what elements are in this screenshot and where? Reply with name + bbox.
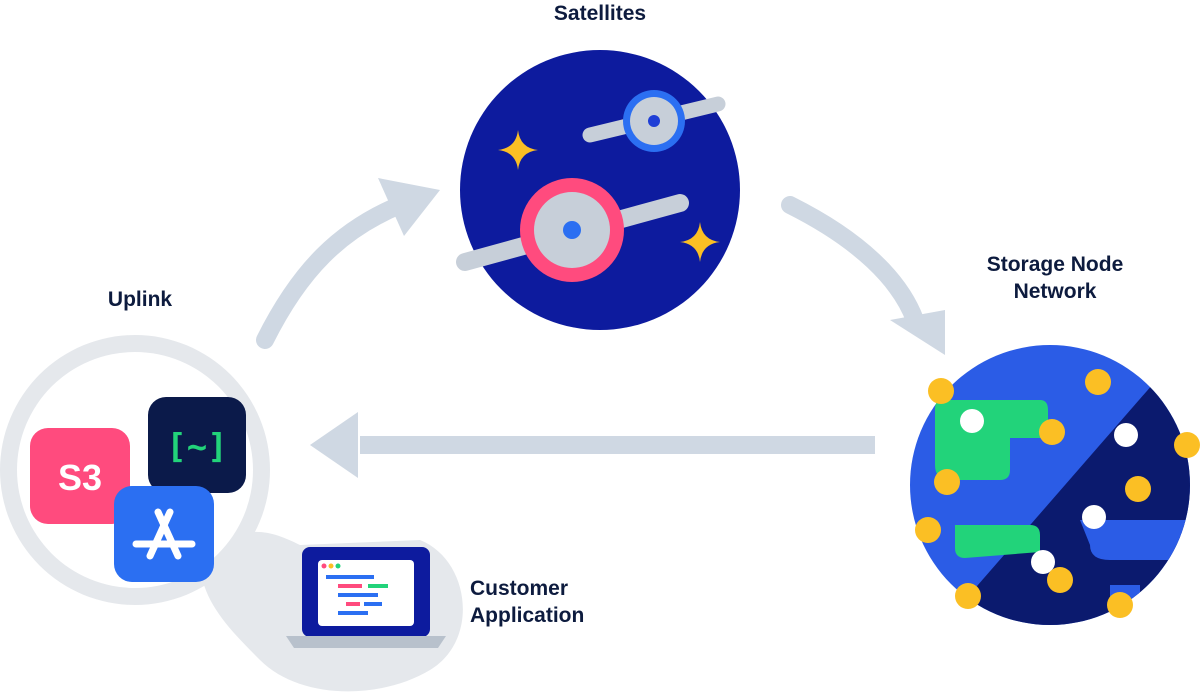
globe-icon	[910, 345, 1200, 625]
storage-label-line1: Storage Node	[986, 253, 1124, 276]
customer-application-label: Customer Application	[470, 575, 670, 629]
satellite-icon	[456, 50, 740, 330]
laptop-icon	[286, 547, 446, 648]
satellites-label-text: Satellites	[553, 2, 647, 25]
arrow-uplink-to-satellites	[256, 178, 440, 349]
satellites-label: Satellites	[500, 0, 700, 27]
customer-label-line2: Application	[470, 604, 585, 627]
arrow-satellites-to-storage	[781, 196, 945, 355]
customer-label-line1: Customer	[470, 577, 569, 600]
uplink-label: Uplink	[80, 286, 200, 313]
cli-icon-text: [~]	[166, 427, 227, 467]
cli-icon: [~]	[148, 397, 246, 493]
uplink-label-text: Uplink	[107, 288, 173, 311]
storage-node-network-label: Storage Node Network	[950, 251, 1160, 305]
app-store-icon	[114, 486, 214, 582]
s3-icon: S3	[30, 428, 130, 524]
arrow-storage-to-uplink	[310, 412, 875, 478]
storage-label-line2: Network	[1013, 280, 1097, 303]
s3-icon-text: S3	[58, 457, 102, 498]
